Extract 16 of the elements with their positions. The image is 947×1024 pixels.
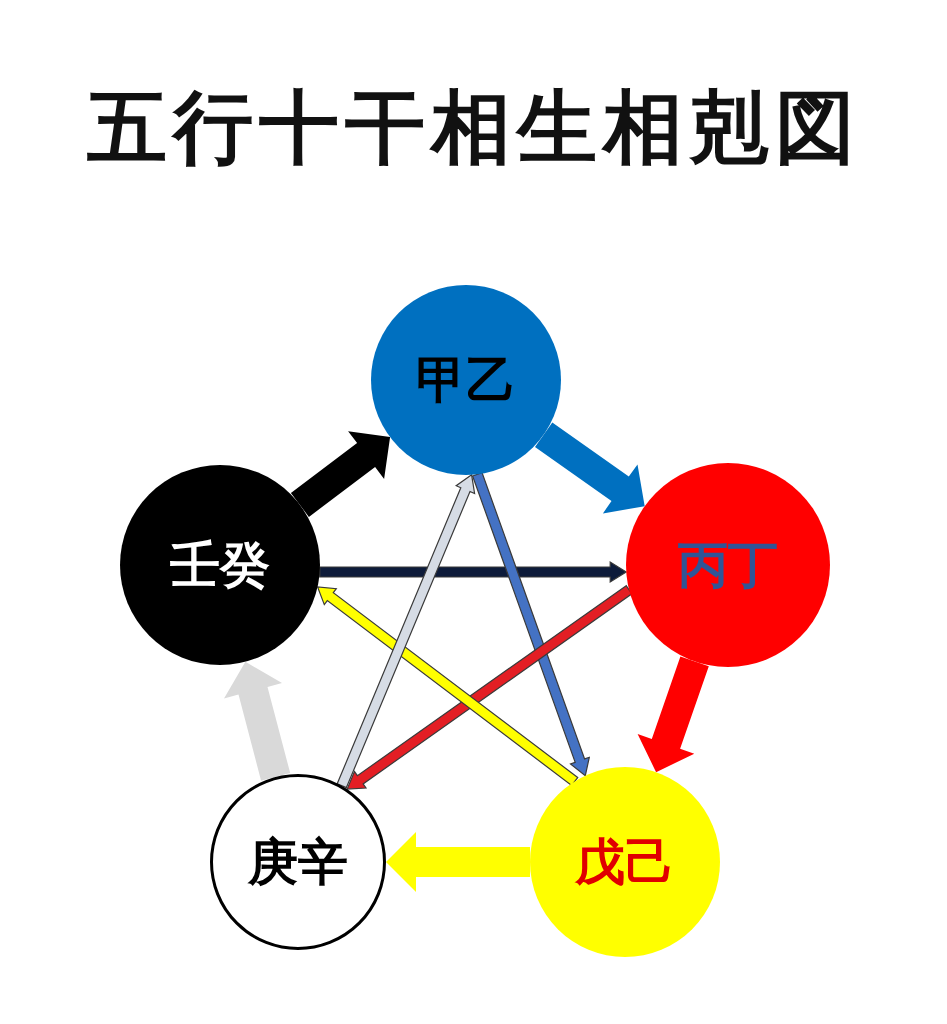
title: 五行十干相生相剋図 xyxy=(85,88,862,168)
block-arrow xyxy=(224,661,291,781)
block-arrow xyxy=(535,422,645,514)
circle-node: 丙丁 xyxy=(626,463,830,667)
block-arrow xyxy=(386,832,530,892)
circle-node: 壬癸 xyxy=(120,465,320,665)
block-arrow xyxy=(290,431,391,517)
circle-node: 甲乙 xyxy=(371,285,561,475)
arrow xyxy=(319,560,628,584)
circle-node: 戊己 xyxy=(530,767,720,957)
arrow xyxy=(336,473,476,789)
circle-node: 庚辛 xyxy=(210,774,386,950)
arrow xyxy=(471,471,591,777)
block-arrow xyxy=(637,656,709,773)
arrow xyxy=(316,586,579,787)
arrow xyxy=(346,584,633,790)
